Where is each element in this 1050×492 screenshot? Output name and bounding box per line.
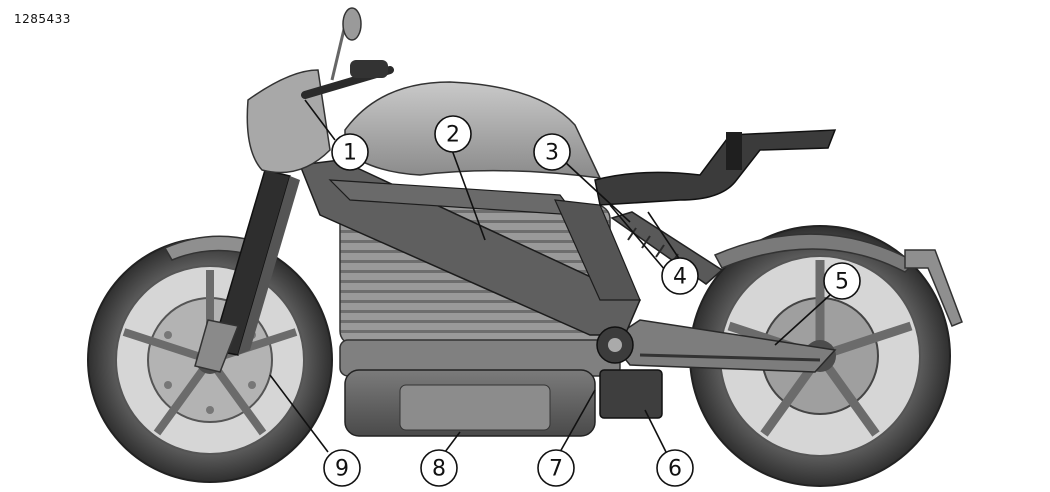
headlight-fairing [246, 69, 331, 174]
leader-4b [647, 211, 681, 261]
callout-7: 7 [537, 449, 575, 487]
callout-8: 8 [420, 449, 458, 487]
leader-3 [564, 161, 631, 223]
callout-5: 5 [823, 262, 861, 300]
handlebar [301, 7, 394, 99]
callout-label: 8 [432, 457, 446, 482]
frame [298, 159, 641, 364]
front-fork [194, 169, 300, 373]
seat-strap [726, 132, 742, 170]
leader-7 [559, 389, 596, 453]
leader-6 [644, 409, 667, 453]
leader-1 [304, 99, 336, 141]
leader-9 [269, 374, 329, 453]
callout-label: 6 [668, 457, 682, 482]
callout-9: 9 [323, 449, 361, 487]
drive-motor [344, 369, 596, 437]
leader-4a [609, 204, 666, 271]
callout-4: 4 [661, 257, 699, 295]
callout-label: 4 [673, 265, 687, 290]
seat [594, 129, 837, 206]
callout-label: 9 [335, 457, 349, 482]
callout-label: 5 [835, 270, 849, 295]
figure-id: 1285433 [14, 12, 71, 26]
callout-2: 2 [434, 115, 472, 153]
callout-6: 6 [656, 449, 694, 487]
callout-1: 1 [331, 133, 369, 171]
callout-label: 3 [545, 141, 559, 166]
callout-3: 3 [533, 133, 571, 171]
leader-5 [774, 294, 831, 346]
callout-label: 7 [549, 457, 563, 482]
leader-8 [444, 431, 461, 453]
controller-box [599, 369, 663, 419]
callout-label: 1 [343, 141, 357, 166]
leader-lines [269, 99, 831, 453]
leader-2 [451, 149, 486, 241]
callout-label: 2 [446, 123, 460, 148]
license-bracket [904, 249, 963, 327]
